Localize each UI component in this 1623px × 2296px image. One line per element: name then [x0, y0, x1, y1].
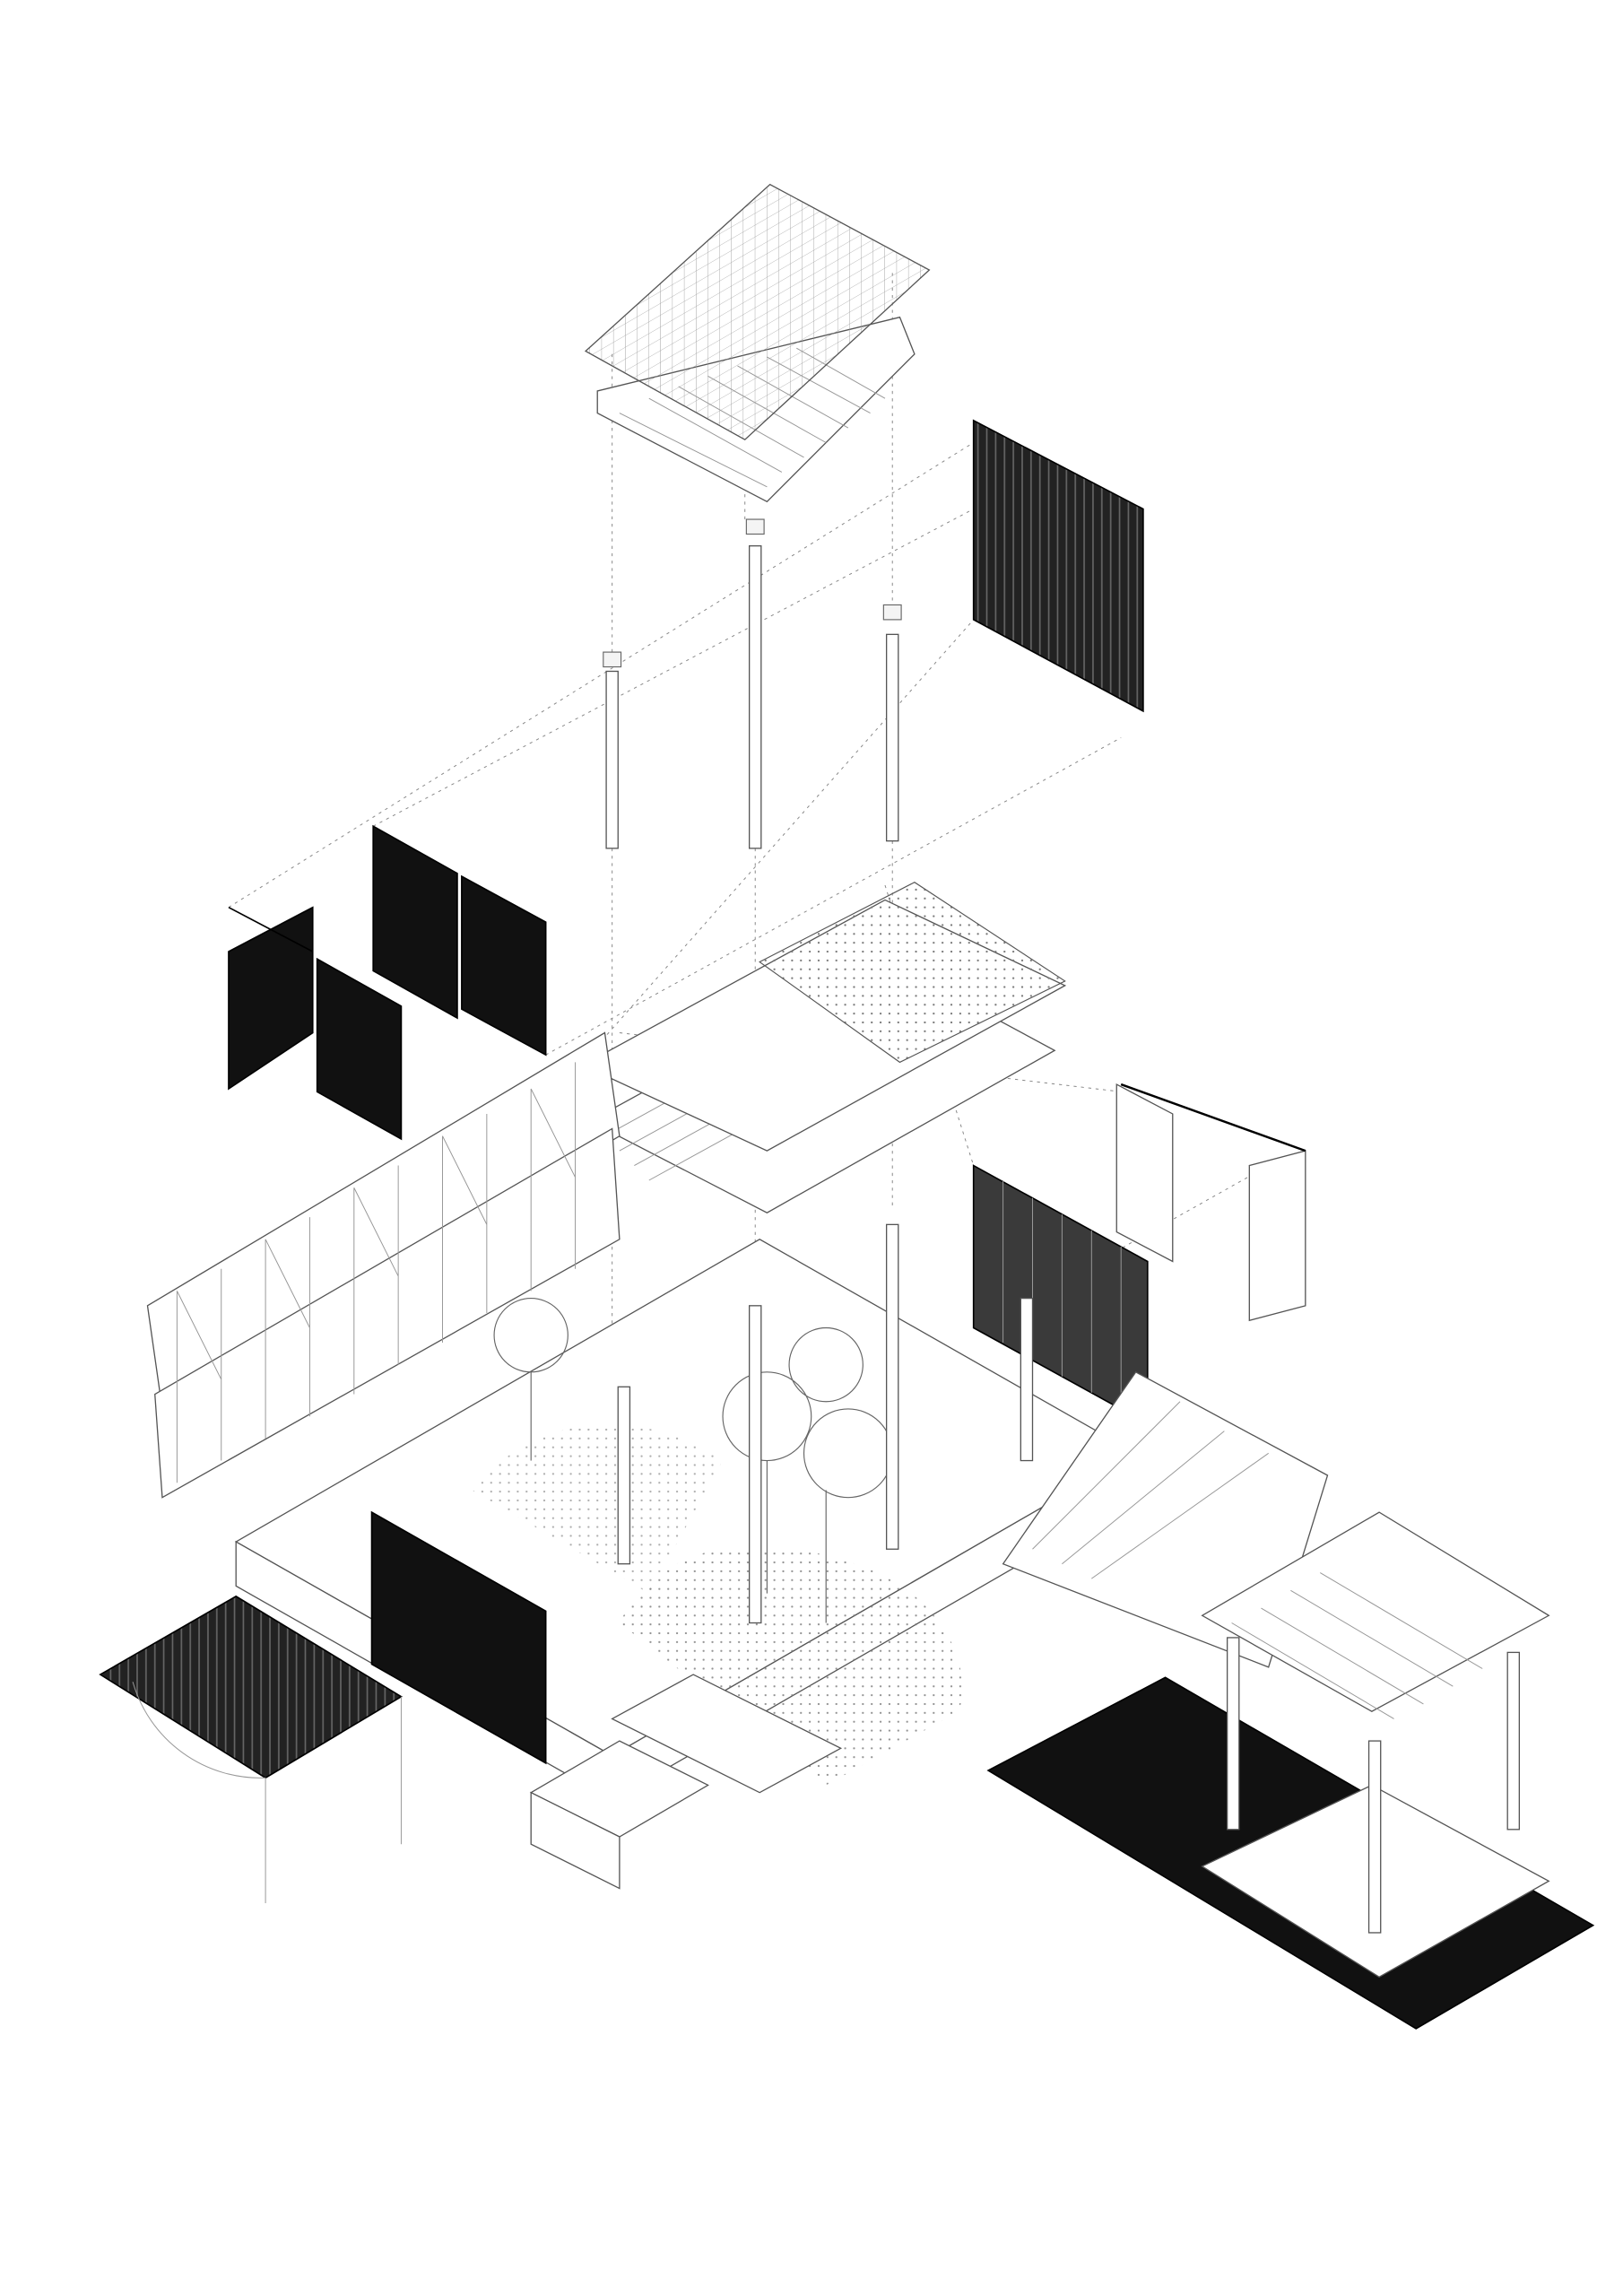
- wall-panel-front: [370, 1510, 547, 1765]
- lower-columns: [617, 1223, 1034, 1624]
- wall-panels-left: [228, 824, 547, 1141]
- landscape-mound: [619, 1546, 963, 1786]
- folding-doors: [1115, 1083, 1306, 1322]
- truss-frame-wall: [146, 1031, 621, 1499]
- middle-floor-slab: [581, 882, 1067, 1213]
- pavilion: [1201, 1511, 1550, 1979]
- trees: [493, 1298, 893, 1623]
- upper-columns: [603, 518, 902, 849]
- roof-panel: [584, 183, 931, 441]
- screen-panel-top: [972, 419, 1144, 713]
- roof-assembly: [584, 183, 931, 503]
